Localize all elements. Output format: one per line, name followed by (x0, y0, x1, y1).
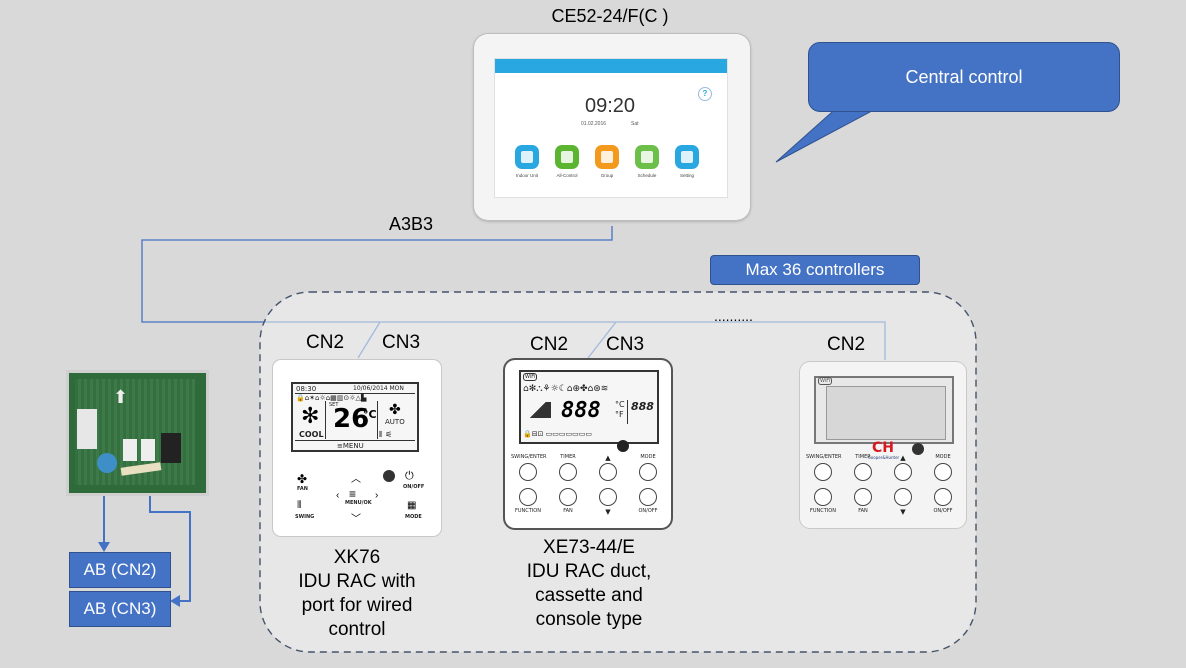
xk76-cn2-label: CN2 (306, 332, 345, 353)
third-sensor-dot (912, 443, 924, 455)
xe73-lcd: WiFi ⌂✻⛬⚘☼☾⌂⊕✤⌂⊛≋ 888 °C °F 888 🔒⊟⊡ ▭▭▭▭… (519, 370, 659, 444)
xe73-button-1[interactable] (559, 463, 577, 481)
app-label: Indoor Unit (515, 173, 538, 178)
xk76-down-button[interactable]: ﹀ (351, 514, 361, 525)
xe73-button-3[interactable] (639, 463, 657, 481)
app-label: Schedule (637, 173, 657, 178)
screen-header-bar (495, 59, 727, 73)
xe73-button-label: ▲ (605, 454, 611, 462)
app-glyph-icon (641, 151, 653, 163)
third-button-0[interactable] (814, 463, 832, 481)
third-lcd: WiFi (814, 376, 954, 444)
xe73-button-label: FUNCTION (515, 508, 541, 514)
central-control-callout: Central control (808, 42, 1120, 112)
arrow-to-cn2-icon (98, 542, 110, 552)
cooper-hunter-logo: CH (872, 440, 894, 456)
xk76-menu-ok-button[interactable]: ≡ (349, 487, 357, 501)
app-glyph-icon (601, 151, 613, 163)
central-model-label: CE52-24/F(C ) (551, 6, 669, 26)
bus-label: A3B3 (389, 214, 434, 234)
third-button-label: MODE (935, 454, 951, 460)
xe73-bottom-icons: 🔒⊟⊡ ▭▭▭▭▭▭▭ (523, 430, 592, 438)
app-all-control-icon[interactable] (555, 145, 579, 169)
xk76-controller: 08:30 10/06/2014 MON 🔒⌂✶⌂☼⌂▦▥⊙☼△▙ ✻ COOL… (273, 360, 441, 536)
third-button-label: ▲ (900, 454, 906, 462)
xk76-mode-button[interactable]: ▦ (407, 500, 417, 511)
xe73-button-label: SWING/ENTER (511, 454, 547, 460)
app-glyph-icon (521, 151, 533, 163)
xe73-controller: WiFi ⌂✻⛬⚘☼☾⌂⊕✤⌂⊛≋ 888 °C °F 888 🔒⊟⊡ ▭▭▭▭… (505, 360, 671, 528)
app-glyph-icon (681, 151, 693, 163)
xk76-right-button[interactable]: › (375, 490, 379, 501)
third-button-4[interactable] (814, 488, 832, 506)
third-button-label: ON/OFF (933, 508, 953, 514)
max-controllers-badge: Max 36 controllers (710, 255, 920, 285)
app-label: All-Control (556, 173, 578, 178)
third-button-label: ▼ (900, 508, 906, 516)
pcb-board: ⬆ (66, 370, 209, 496)
xk76-cn3-label: CN3 (382, 332, 421, 353)
xk76-sensor-dot (383, 470, 395, 482)
xe73-button-6[interactable] (599, 488, 617, 506)
xe73-button-7[interactable] (639, 488, 657, 506)
screen-time: 09:20 (584, 95, 636, 117)
xe73-caption: XE73-44/E IDU RAC duct, cassette and con… (526, 537, 652, 630)
xk76-swing-button[interactable]: ⦀ (297, 500, 302, 511)
third-button-label: TIMER (855, 454, 871, 460)
xe73-button-label: FAN (563, 508, 573, 514)
central-screen[interactable]: ? 09:20 01.02.2016 Sat Indoor Unit All-Co… (494, 58, 728, 198)
xe73-button-0[interactable] (519, 463, 537, 481)
third-button-label: FAN (858, 508, 868, 514)
screen-date: 01.02.2016 (581, 121, 607, 127)
help-button[interactable]: ? (698, 87, 712, 101)
app-group-icon[interactable] (595, 145, 619, 169)
xe73-sensor-dot (617, 440, 629, 452)
xk76-left-button[interactable]: ‹ (336, 490, 340, 501)
xk76-fan-button[interactable]: ✤ (297, 472, 308, 486)
xe73-button-label: ON/OFF (638, 508, 658, 514)
app-label: Group (600, 173, 614, 178)
xe73-button-5[interactable] (559, 488, 577, 506)
third-button-3[interactable] (934, 463, 952, 481)
third-button-2[interactable] (894, 463, 912, 481)
central-controller-device: ? 09:20 01.02.2016 Sat Indoor Unit All-Co… (474, 34, 750, 220)
xe73-cn2-label: CN2 (530, 334, 569, 355)
xk76-status-icons: 🔒⌂✶⌂☼⌂▦▥⊙☼△▙ (296, 394, 367, 402)
xe73-button-label: ▼ (605, 508, 611, 516)
more-controllers-ellipsis: .......... (714, 308, 753, 324)
xe73-button-2[interactable] (599, 463, 617, 481)
xk76-up-button[interactable]: ︿ (351, 474, 361, 485)
third-button-label: FUNCTION (810, 508, 836, 514)
third-cn2-label: CN2 (827, 334, 866, 355)
arrow-to-cn3-icon (170, 595, 180, 607)
xe73-status-icons: ⌂✻⛬⚘☼☾⌂⊕✤⌂⊛≋ (523, 384, 609, 394)
pcb-arrow-icon: ⬆ (113, 387, 129, 407)
third-button-7[interactable] (934, 488, 952, 506)
xe73-button-label: TIMER (560, 454, 576, 460)
fan-icon: ✤ (389, 402, 401, 418)
third-button-6[interactable] (894, 488, 912, 506)
third-button-1[interactable] (854, 463, 872, 481)
third-button-5[interactable] (854, 488, 872, 506)
app-indoor-unit-icon[interactable] (515, 145, 539, 169)
xk76-power-button[interactable]: ⏻ (405, 470, 414, 482)
xe73-button-4[interactable] (519, 488, 537, 506)
ab-cn2-label: AB (CN2) (69, 552, 171, 588)
xe73-button-label: MODE (640, 454, 656, 460)
third-button-label: SWING/ENTER (806, 454, 842, 460)
xk76-caption: XK76 IDU RAC with port for wired control (298, 547, 416, 640)
ab-cn3-label: AB (CN3) (69, 591, 171, 627)
screen-day: Sat (631, 121, 639, 127)
xk76-lcd: 08:30 10/06/2014 MON 🔒⌂✶⌂☼⌂▦▥⊙☼△▙ ✻ COOL… (291, 382, 419, 452)
swing-icons: ⦀ ⚟ (379, 430, 393, 439)
app-glyph-icon (561, 151, 573, 163)
app-label: Setting (679, 173, 694, 178)
xe73-cn3-label: CN3 (606, 334, 645, 355)
snowflake-icon: ✻ (301, 404, 320, 429)
app-schedule-icon[interactable] (635, 145, 659, 169)
app-setting-icon[interactable] (675, 145, 699, 169)
